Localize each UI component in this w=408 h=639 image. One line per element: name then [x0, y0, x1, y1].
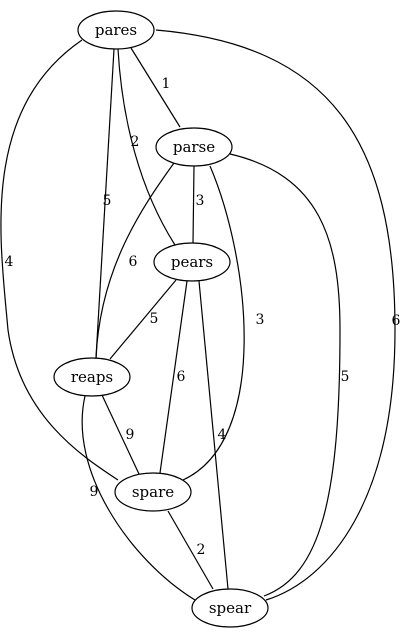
edge-pares-spear — [155, 29, 396, 601]
node-reaps: reaps — [53, 357, 131, 397]
edge-parse-pears — [192, 165, 195, 244]
node-spear: spear — [191, 588, 269, 628]
edge-weight-pares-spare: 4 — [5, 254, 14, 270]
edges-layer — [0, 29, 396, 601]
edge-parse-reaps — [95, 162, 175, 359]
edge-weight-pares-pears: 2 — [131, 134, 140, 150]
node-ellipse-spear — [191, 588, 269, 628]
edge-pares-spare — [0, 39, 119, 481]
edge-weight-parse-spear: 5 — [341, 369, 350, 385]
edge-weight-pares-parse: 1 — [162, 76, 171, 92]
node-label-spear: spear — [209, 599, 252, 617]
edge-weight-pears-spear: 4 — [218, 427, 227, 443]
edge-reaps-spare — [101, 394, 140, 475]
node-label-pears: pears — [171, 253, 213, 271]
edge-weight-reaps-spear: 9 — [90, 484, 99, 500]
node-label-spare: spare — [132, 483, 174, 501]
node-ellipse-reaps — [53, 357, 131, 397]
edge-weight-pears-reaps: 5 — [150, 311, 159, 327]
edge-labels-layer: 1 2 5 4 6 3 6 3 5 5 6 4 9 9 2 — [5, 76, 401, 558]
edge-pares-reaps — [95, 48, 115, 359]
node-spare: spare — [114, 472, 192, 512]
node-label-parse: parse — [173, 138, 215, 156]
node-label-reaps: reaps — [71, 368, 113, 386]
node-ellipse-spare — [114, 472, 192, 512]
node-pears: pears — [153, 242, 231, 282]
edge-pares-parse — [130, 47, 181, 128]
nodes-layer: pares parse pears reaps spare spear — [53, 10, 269, 628]
edge-pears-reaps — [109, 279, 177, 360]
edge-weight-spare-spear: 2 — [197, 542, 206, 558]
edge-weight-pares-reaps: 5 — [103, 193, 112, 209]
node-parse: parse — [155, 127, 233, 167]
edge-parse-spare — [182, 165, 245, 481]
edge-weight-parse-reaps: 6 — [129, 254, 138, 270]
edge-weight-parse-pears: 3 — [196, 193, 205, 209]
edge-weight-pares-spear: 6 — [392, 313, 401, 329]
node-ellipse-pears — [153, 242, 231, 282]
edge-pears-spare — [159, 280, 188, 474]
node-ellipse-parse — [155, 127, 233, 167]
edge-pears-spear — [198, 280, 229, 590]
node-ellipse-pares — [77, 10, 155, 50]
node-label-pares: pares — [95, 21, 137, 39]
node-pares: pares — [77, 10, 155, 50]
edge-reaps-spear — [81, 395, 196, 601]
edge-pares-pears — [117, 48, 176, 246]
edge-weight-reaps-spare: 9 — [126, 427, 135, 443]
edge-weight-parse-spare: 3 — [256, 312, 265, 328]
edge-spare-spear — [167, 510, 214, 590]
edge-weight-pears-spare: 6 — [177, 369, 186, 385]
edge-parse-spear — [229, 153, 341, 597]
